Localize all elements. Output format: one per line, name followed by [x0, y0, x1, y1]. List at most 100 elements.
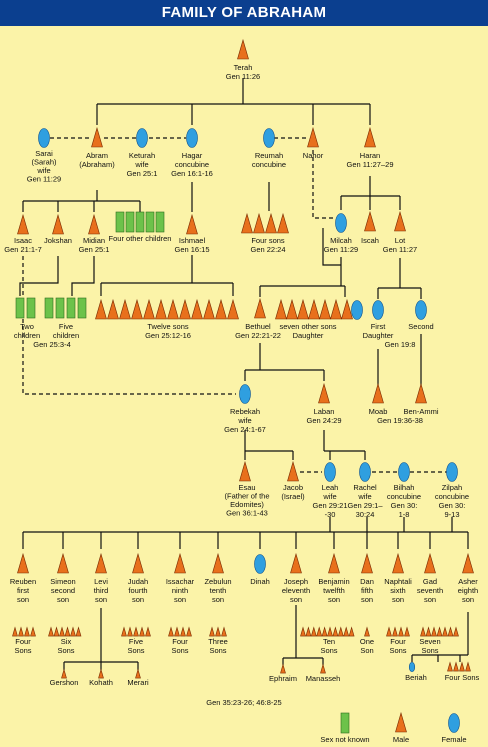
esau-male-symbol — [239, 460, 251, 482]
abram-label: Abram(Abraham) — [79, 151, 115, 169]
connector-line — [312, 150, 333, 219]
connector-line — [19, 256, 59, 296]
ishmael-male-symbol — [186, 213, 198, 235]
son-male-symbol — [167, 298, 179, 320]
asher-sons-label: Four Sons — [445, 673, 480, 682]
manasseh-label: Manasseh — [306, 674, 341, 683]
child-unknown-symbol — [77, 297, 87, 319]
midian-male-symbol — [88, 213, 100, 235]
child-unknown-symbol — [145, 211, 155, 233]
grandson-male-symbol — [30, 626, 36, 637]
son-male-symbol — [361, 552, 373, 574]
son-male-symbol — [203, 298, 215, 320]
child-unknown-symbol — [44, 297, 54, 319]
legend-male-label: Male — [393, 735, 409, 744]
ben-ammi-male-symbol — [415, 382, 427, 404]
rachel-female-symbol — [359, 462, 371, 482]
child-unknown-symbol — [115, 211, 125, 233]
grandson-male-symbol — [310, 626, 317, 637]
son-male-symbol — [131, 298, 143, 320]
child-unknown-symbol — [55, 297, 65, 319]
beriah-female-symbol — [408, 661, 416, 673]
son-male-symbol — [319, 298, 331, 320]
son-male-symbol — [57, 552, 69, 574]
grandson-male-symbol — [221, 626, 227, 637]
son-male-symbol — [155, 298, 167, 320]
four-other-children-label: Four other children — [109, 234, 172, 243]
son-male-symbol — [17, 552, 29, 574]
grandson-male-symbol — [320, 663, 326, 674]
grandson-male-symbol — [459, 661, 465, 672]
grandson-male-symbol — [305, 626, 312, 637]
son-male-symbol — [275, 298, 287, 320]
grandson-male-symbol — [133, 626, 139, 637]
son-male-symbol — [265, 212, 277, 234]
son-male-symbol — [392, 552, 404, 574]
grandson-male-symbol — [420, 626, 426, 637]
lot-male-symbol — [394, 210, 406, 232]
son-male-symbol — [328, 552, 340, 574]
grandson-male-symbol — [186, 626, 192, 637]
son-male-symbol — [132, 552, 144, 574]
son-male-symbol — [95, 298, 107, 320]
son-male-symbol — [191, 298, 203, 320]
son-male-symbol — [253, 212, 265, 234]
child-unknown-symbol — [66, 297, 76, 319]
grandson-male-symbol — [174, 626, 180, 637]
grandson-male-symbol — [300, 626, 306, 637]
legend-female-label: Female — [441, 735, 466, 744]
ephraim-label: Ephraim — [269, 674, 297, 683]
grandson-male-symbol — [398, 626, 404, 637]
gershon-label: Gershon — [50, 678, 79, 687]
gen-19-8-label: Gen 19:8 — [385, 340, 416, 349]
son-male-symbol — [179, 298, 191, 320]
grandson-male-symbol — [98, 668, 104, 679]
grandson-male-symbol — [392, 626, 398, 637]
merari-label: Merari — [127, 678, 149, 687]
son-male-symbol — [462, 552, 474, 574]
moab-label: Moab — [369, 407, 388, 416]
first-daughter-female-symbol — [372, 300, 384, 320]
grandson-male-symbol — [436, 626, 443, 637]
leah-female-symbol — [324, 462, 336, 482]
laban-male-symbol — [318, 382, 330, 404]
grandson-male-symbol — [453, 661, 459, 672]
child-unknown-symbol — [15, 297, 25, 319]
legend-female-symbol — [448, 713, 460, 733]
second-daughter-female-symbol — [415, 300, 427, 320]
jokshan-male-symbol — [52, 213, 64, 235]
grandson-male-symbol — [135, 668, 141, 679]
son-male-symbol — [95, 552, 107, 574]
grandson-male-symbol — [332, 626, 339, 637]
son-male-symbol — [215, 298, 227, 320]
legend-unknown-symbol — [340, 712, 350, 734]
grandson-male-symbol — [337, 626, 344, 637]
isaac-male-symbol — [17, 213, 29, 235]
child-unknown-symbol — [135, 211, 145, 233]
connector-line — [71, 256, 95, 296]
grandson-male-symbol — [64, 626, 71, 637]
grandson-male-symbol — [18, 626, 24, 637]
grandson-male-symbol — [348, 626, 355, 637]
ben-ammi-label: Ben-Ammi — [403, 407, 438, 416]
grandson-male-symbol — [139, 626, 145, 637]
grandson-male-symbol — [61, 668, 67, 679]
grandson-male-symbol — [425, 626, 432, 637]
